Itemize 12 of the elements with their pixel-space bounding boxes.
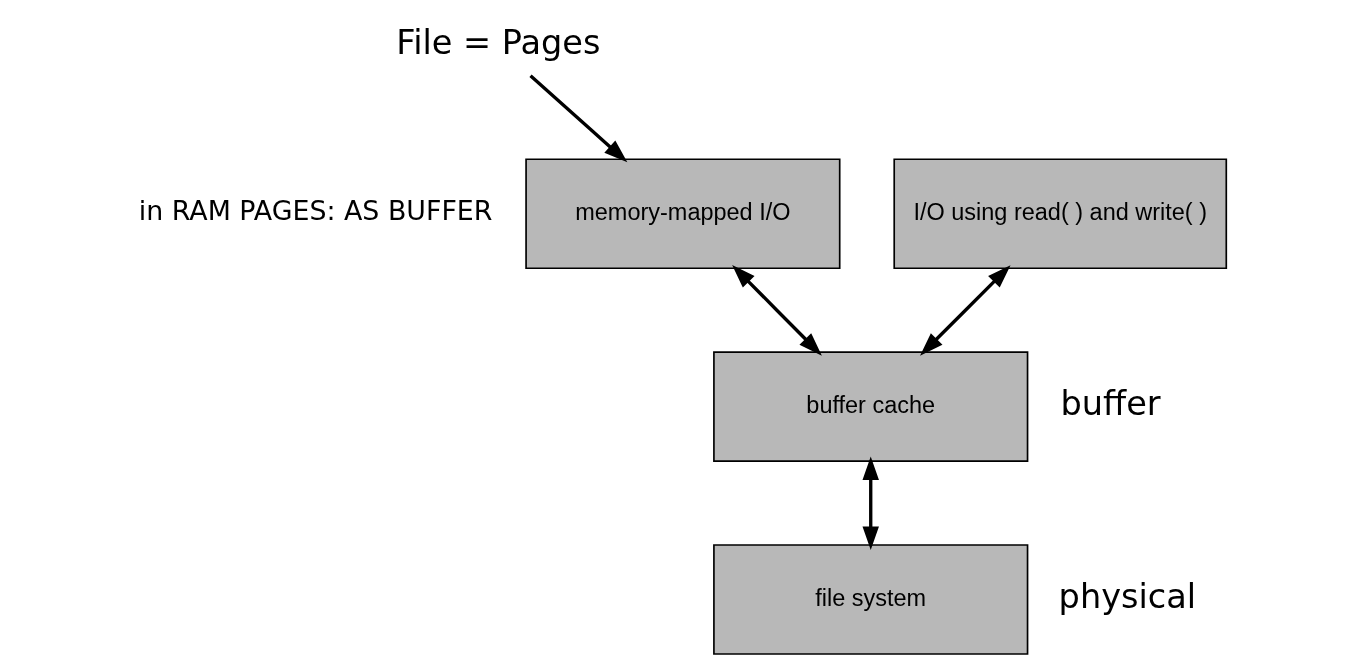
node-box: buffer cache — [713, 351, 1029, 462]
arrow — [529, 74, 628, 163]
arrow — [920, 265, 1011, 356]
node-label: physical — [1058, 576, 1197, 616]
arrow — [732, 265, 822, 356]
node-label: buffer — [1060, 384, 1161, 423]
node-box: I/O using read( ) and write( ) — [893, 158, 1228, 270]
arrow — [862, 456, 879, 550]
label: in RAM PAGES: AS BUFFER — [138, 195, 493, 227]
node-box: memory-mapped I/O — [525, 158, 841, 270]
node-box: file system — [713, 544, 1029, 655]
node-text: File = Pages — [396, 22, 601, 62]
